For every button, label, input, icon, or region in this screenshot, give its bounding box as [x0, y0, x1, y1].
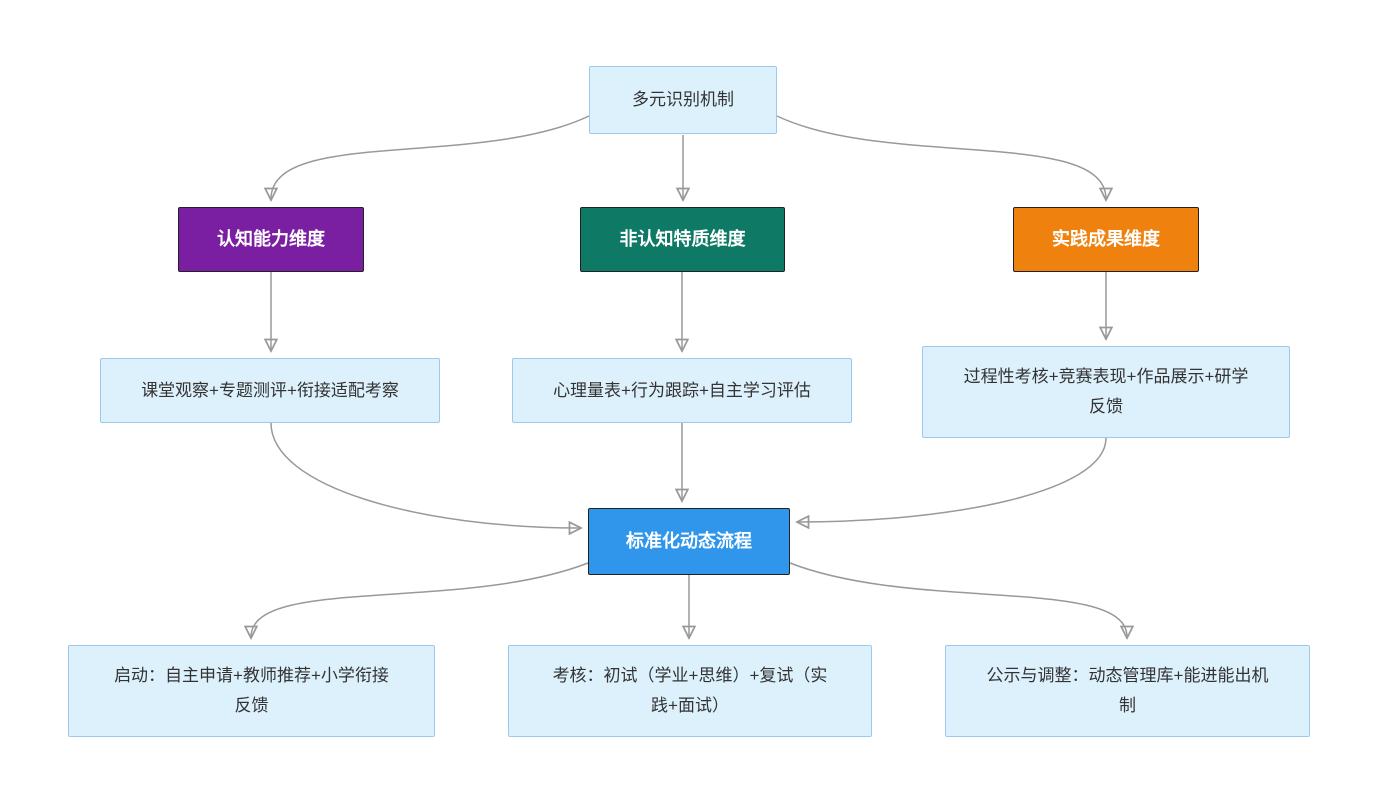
edge-root-to-practice	[776, 115, 1106, 199]
node-cognitive-methods: 课堂观察+专题测评+衔接适配考察	[100, 358, 440, 423]
edge-cognitive-methods-to-process	[270, 422, 580, 528]
node-root-label: 多元识别机制	[632, 90, 734, 110]
node-practice-dimension: 实践成果维度	[1013, 207, 1199, 272]
node-practice-methods-label: 过程性考核+竞赛表现+作品展示+研学反馈	[963, 367, 1249, 416]
node-step-publicity: 公示与调整：动态管理库+能进能出机制	[945, 645, 1310, 737]
node-step-exam-label: 考核：初试（学业+思维）+复试（实践+面试）	[552, 666, 828, 715]
node-noncognitive-methods-label: 心理量表+行为跟踪+自主学习评估	[553, 380, 811, 400]
node-step-start: 启动：自主申请+教师推荐+小学衔接反馈	[68, 645, 435, 737]
node-step-exam: 考核：初试（学业+思维）+复试（实践+面试）	[508, 645, 872, 737]
node-noncognitive-methods: 心理量表+行为跟踪+自主学习评估	[512, 358, 852, 423]
node-cognitive-methods-label: 课堂观察+专题测评+衔接适配考察	[141, 380, 399, 400]
edge-practice-methods-to-process	[798, 437, 1107, 522]
node-step-start-label: 启动：自主申请+教师推荐+小学衔接反馈	[114, 666, 389, 715]
node-process: 标准化动态流程	[588, 508, 790, 575]
edge-process-to-publicity	[789, 562, 1127, 637]
node-root: 多元识别机制	[589, 66, 777, 134]
node-cognitive-dimension-label: 认知能力维度	[217, 228, 325, 249]
edge-process-to-start	[251, 562, 589, 637]
node-process-label: 标准化动态流程	[626, 530, 752, 551]
node-cognitive-dimension: 认知能力维度	[178, 207, 364, 272]
node-practice-dimension-label: 实践成果维度	[1052, 228, 1160, 249]
node-practice-methods: 过程性考核+竞赛表现+作品展示+研学反馈	[922, 346, 1290, 438]
node-noncognitive-dimension: 非认知特质维度	[580, 207, 785, 272]
edge-root-to-cognitive	[271, 115, 590, 199]
node-step-publicity-label: 公示与调整：动态管理库+能进能出机制	[986, 666, 1269, 715]
node-noncognitive-dimension-label: 非认知特质维度	[619, 228, 746, 249]
